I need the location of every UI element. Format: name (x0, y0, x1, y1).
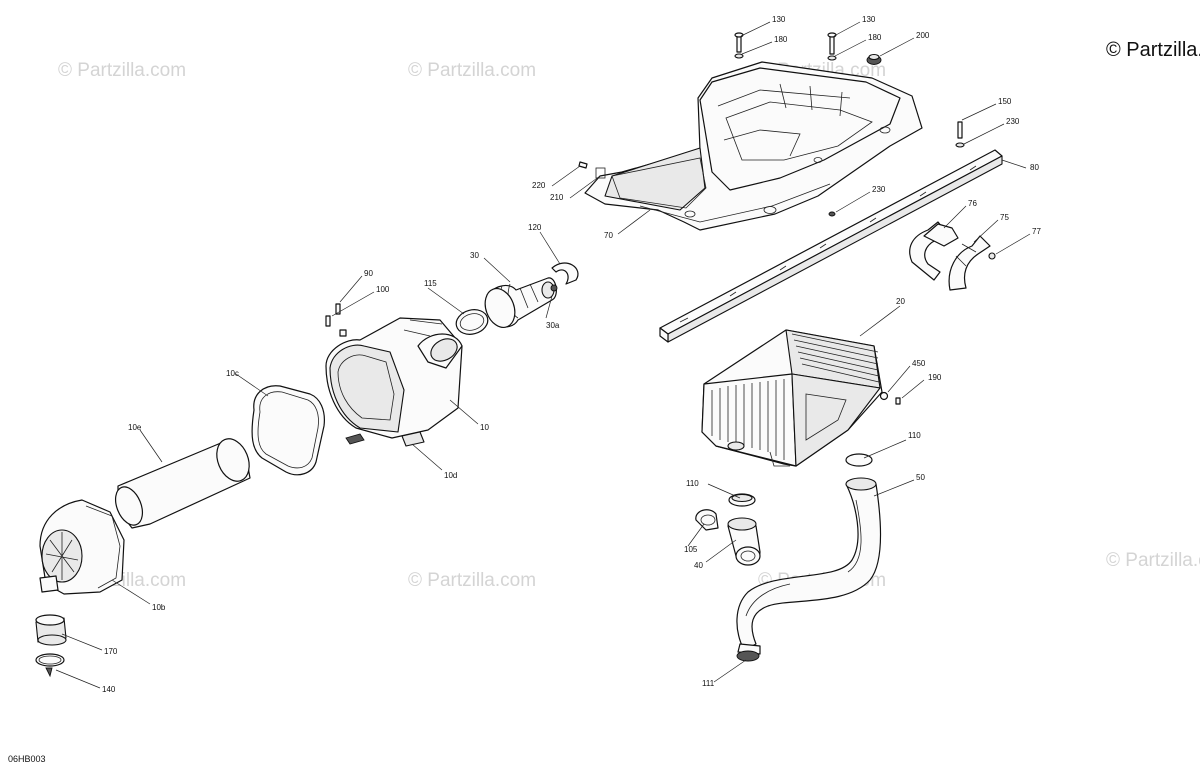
callout-20: 20 (896, 297, 905, 306)
part-75-76-brackets (909, 221, 996, 291)
part-30-bellows (455, 262, 579, 335)
part-70-tray (584, 61, 923, 231)
callout-200: 200 (916, 31, 930, 40)
part-20-intercooler (701, 329, 901, 467)
callout-75: 75 (1000, 213, 1009, 222)
hardware-130-180-200 (578, 32, 965, 217)
callout-40: 40 (694, 561, 703, 570)
watermark-top-center: © Partzilla.com (408, 60, 536, 81)
part-170-140-sleeve (35, 614, 67, 678)
callout-450: 450 (912, 359, 926, 368)
callout-10c: 10c (226, 369, 239, 378)
part-10-airbox (325, 303, 463, 447)
copyright-corner: © Partzilla.com (1106, 39, 1200, 61)
watermark-bottom-center: © Partzilla.com (408, 570, 536, 591)
callout-115: 115 (424, 279, 437, 288)
callout-110-b: 110 (686, 479, 699, 488)
callout-10e: 10e (128, 423, 142, 432)
callout-10d: 10d (444, 471, 457, 480)
part-80-rail (659, 149, 1003, 343)
callout-labels: 130 180 130 180 200 150 230 80 220 210 7… (102, 15, 1041, 694)
callout-110-a: 110 (908, 431, 921, 440)
callout-170: 170 (104, 647, 118, 656)
callout-210: 210 (550, 193, 564, 202)
part-40-elbow (695, 493, 761, 566)
callout-150: 150 (998, 97, 1012, 106)
watermark-group: © Partzilla.com © Partzilla.com © Partzi… (58, 39, 1200, 591)
callout-105: 105 (684, 545, 698, 554)
callout-180-b: 180 (868, 33, 882, 42)
callout-180-a: 180 (774, 35, 788, 44)
callout-220: 220 (532, 181, 546, 190)
watermark-right-edge: © Partzilla.com (1106, 550, 1200, 571)
callout-50: 50 (916, 473, 925, 482)
callout-130-a: 130 (772, 15, 786, 24)
watermark-top-left: © Partzilla.com (58, 60, 186, 81)
diagram-code: 06HB003 (8, 754, 46, 764)
callout-130-b: 130 (862, 15, 876, 24)
callout-140: 140 (102, 685, 116, 694)
callout-30: 30 (470, 251, 479, 260)
part-10c-gasket (251, 385, 325, 476)
callout-230-b: 230 (872, 185, 886, 194)
callout-100: 100 (376, 285, 390, 294)
callout-77: 77 (1032, 227, 1041, 236)
callout-76: 76 (968, 199, 977, 208)
callout-80: 80 (1030, 163, 1039, 172)
part-10b-cover (39, 499, 125, 595)
callout-190: 190 (928, 373, 942, 382)
callout-10: 10 (480, 423, 489, 432)
part-50-duct (736, 453, 882, 662)
callout-90: 90 (364, 269, 373, 278)
callout-70: 70 (604, 231, 613, 240)
part-10e-filter (114, 438, 251, 529)
callout-10b: 10b (152, 603, 166, 612)
callout-230-a: 230 (1006, 117, 1020, 126)
leader-lines (55, 21, 1031, 689)
callout-120: 120 (528, 223, 542, 232)
callout-111: 111 (702, 679, 715, 688)
callout-30a: 30a (546, 321, 560, 330)
